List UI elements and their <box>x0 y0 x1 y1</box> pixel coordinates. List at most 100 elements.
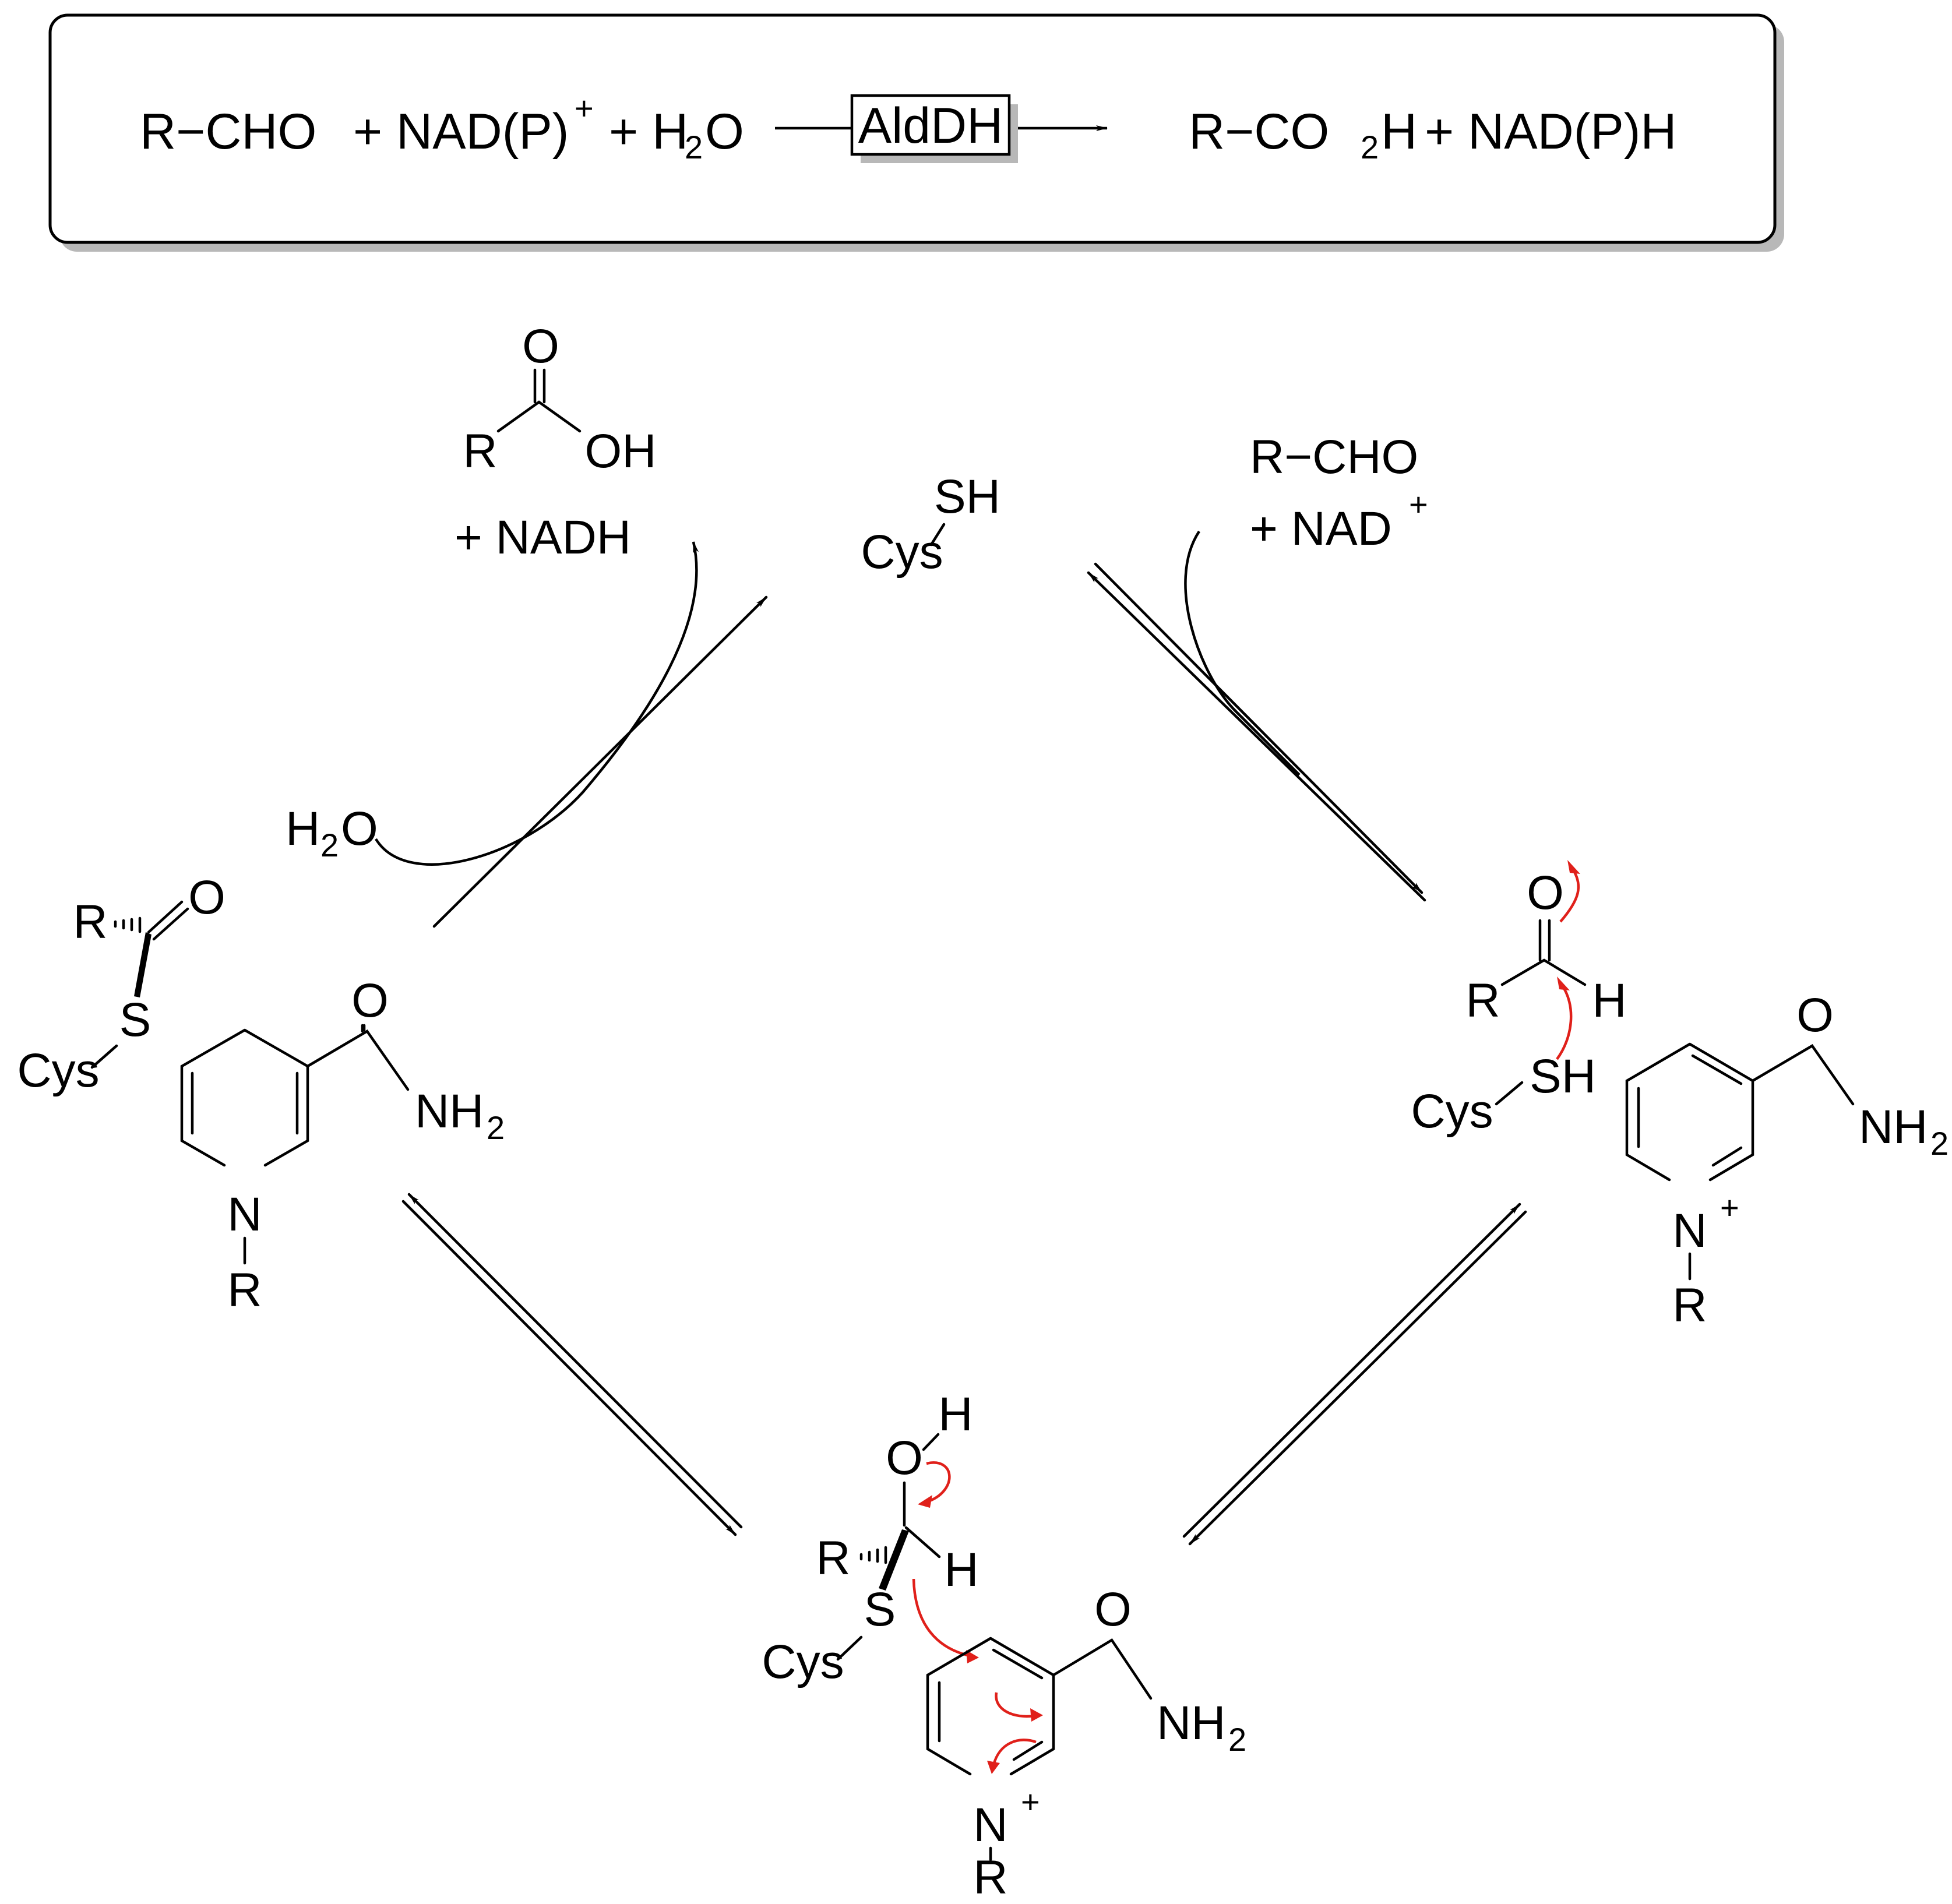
water-subscript: 2 <box>320 827 339 863</box>
thiolate-arrowhead <box>1557 976 1570 990</box>
summary-product-h: H <box>1381 104 1417 160</box>
hemiacetal-h: H <box>944 1543 978 1596</box>
bottom-ring-nitrogen: N <box>973 1799 1007 1852</box>
water-h: H <box>286 802 320 855</box>
aldehyde-h: H <box>1592 974 1626 1027</box>
free-enzyme-cys-sh: SH Cys <box>861 470 1000 579</box>
hemiacetal-s-cys-bond <box>836 1635 863 1661</box>
aldehyde-substrate: R−CHO <box>1250 431 1418 484</box>
oh-arrowhead <box>918 1495 932 1508</box>
hydrolysis-arrow <box>432 595 768 928</box>
carbonyl-arrowhead <box>1567 860 1580 874</box>
acid-carbonyl-oxygen: O <box>522 320 559 373</box>
hemiacetal-sulfur: S <box>864 1583 896 1636</box>
summary-water-oxygen: O <box>705 104 744 160</box>
hydride-transfer-reverse-arrow <box>407 1193 743 1529</box>
cys-thiol-sh: SH <box>934 470 1000 523</box>
summary-product: R−CO <box>1189 104 1329 160</box>
nad-amide-subscript: 2 <box>1930 1125 1949 1162</box>
acyl-enzyme-nadh-complex: R O S Cys O NH 2 N R <box>17 871 505 1317</box>
binding-forward-arrow <box>1094 562 1424 894</box>
summary-cofactor: + NAD(P) <box>353 104 569 160</box>
c-h-bond <box>904 1526 941 1559</box>
water-reactant: H 2 O <box>286 802 378 863</box>
s-cys-bond <box>90 1044 118 1069</box>
nad-ring-bonds <box>1625 1042 1754 1182</box>
nad-ring-charge: + <box>1720 1189 1739 1226</box>
ring-arrowhead-a <box>1030 1708 1043 1722</box>
acid-r-group: R <box>463 425 497 478</box>
nad-inner-double-right <box>1711 1146 1743 1167</box>
complex-sh: SH <box>1530 1050 1596 1103</box>
aldehyde-single-bonds <box>1500 958 1587 986</box>
hemiacetal-hashed-bond <box>859 1546 887 1564</box>
thioester-cys: Cys <box>17 1044 99 1097</box>
nadh-ring-nitrogen: N <box>227 1188 262 1241</box>
nadh-label: + NADH <box>454 511 631 564</box>
complex-cys: Cys <box>1411 1085 1493 1138</box>
summary-water-plus: + H <box>609 104 688 160</box>
cys-label: Cys <box>861 526 943 579</box>
enzyme-box <box>850 94 1011 156</box>
nad-inner-double-top <box>1691 1054 1743 1085</box>
ring-electron-arrow-b <box>992 1739 1037 1766</box>
hemiacetal-r: R <box>816 1532 850 1585</box>
michaelis-complex: O R H Cys SH O NH 2 N + R <box>1411 860 1949 1332</box>
oh-deprotonation-arrow <box>926 1461 951 1504</box>
hemiacetal-wedge <box>879 1529 909 1591</box>
nad-plus-charge: + <box>1409 486 1428 523</box>
cys-sh-bond <box>1495 1081 1524 1106</box>
summary-product-cofactor: + NAD(P)H <box>1425 104 1676 160</box>
acid-single-bonds <box>496 400 582 433</box>
thiolate-attack-arrow <box>1556 983 1573 1060</box>
o-h-bond <box>922 1433 940 1451</box>
nadh-n-r: R <box>227 1264 262 1317</box>
product-acid-structure: O R OH + NADH <box>454 320 657 564</box>
hemiacetal-cys: Cys <box>762 1635 844 1688</box>
hydride-transfer-forward-arrow <box>401 1200 737 1536</box>
wedge-bond <box>134 932 151 997</box>
aldehyde-oxygen: O <box>1527 866 1564 919</box>
bottom-amide-nh: NH <box>1157 1697 1225 1750</box>
hydride-arrowhead <box>966 1650 979 1663</box>
thioester-double-bond-a <box>147 900 184 934</box>
nadh-ring-bonds <box>180 1028 309 1167</box>
bottom-carboxamide-bonds <box>1052 1638 1153 1700</box>
thioester-sulfur: S <box>119 993 151 1046</box>
substrate-in-arrow <box>1184 530 1301 776</box>
acid-hydroxyl: OH <box>585 425 657 478</box>
summary-reaction-box: R−CHO + NAD(P) + + H 2 O AldDH R−CO 2 H … <box>48 13 1784 252</box>
summary-water-subscript: 2 <box>685 129 703 165</box>
nad-ring-nitrogen: N <box>1672 1204 1707 1257</box>
nadh-carboxamide-bonds <box>306 1029 410 1091</box>
hemiacetal-oxygen: O <box>886 1431 923 1485</box>
bottom-ring-charge: + <box>1021 1783 1040 1820</box>
binding-reverse-arrow <box>1087 571 1426 902</box>
summary-reaction-arrow: AldDH <box>775 94 1108 163</box>
summary-product-subscript: 2 <box>1361 129 1379 165</box>
thioester-double-bond-b <box>152 907 189 941</box>
water-in-product-out-arrow <box>375 541 699 866</box>
bottom-inner-double-top <box>992 1648 1044 1680</box>
water-o: O <box>341 802 378 855</box>
bottom-inner-double-right <box>1012 1740 1044 1761</box>
hydride-transfer-arrow <box>912 1578 971 1658</box>
nad-n-r: R <box>1672 1279 1707 1332</box>
bottom-amide-oxygen: O <box>1094 1583 1132 1636</box>
substrates-in: R−CHO + NAD + <box>1250 431 1428 555</box>
thioester-oxygen: O <box>188 871 225 924</box>
hashed-bond <box>114 916 142 933</box>
summary-substrate: R−CHO <box>140 104 316 160</box>
bottom-ring-bonds <box>926 1637 1055 1776</box>
hemiacetal-oh-hydrogen: H <box>938 1388 973 1441</box>
thioester-r: R <box>73 895 107 949</box>
nadh-amide-nh: NH <box>415 1085 484 1138</box>
nad-amide-nh: NH <box>1859 1101 1928 1154</box>
thiohemiacetal-complex: H O R H S Cys O NH 2 N + R <box>762 1388 1246 1904</box>
cys-s-bond <box>929 523 946 546</box>
carbonyl-electron-arrow <box>1559 867 1580 923</box>
nad-amide-oxygen: O <box>1796 989 1834 1042</box>
nad-plus-label: + NAD <box>1250 502 1392 555</box>
ring-arrowhead-b <box>987 1761 1000 1774</box>
